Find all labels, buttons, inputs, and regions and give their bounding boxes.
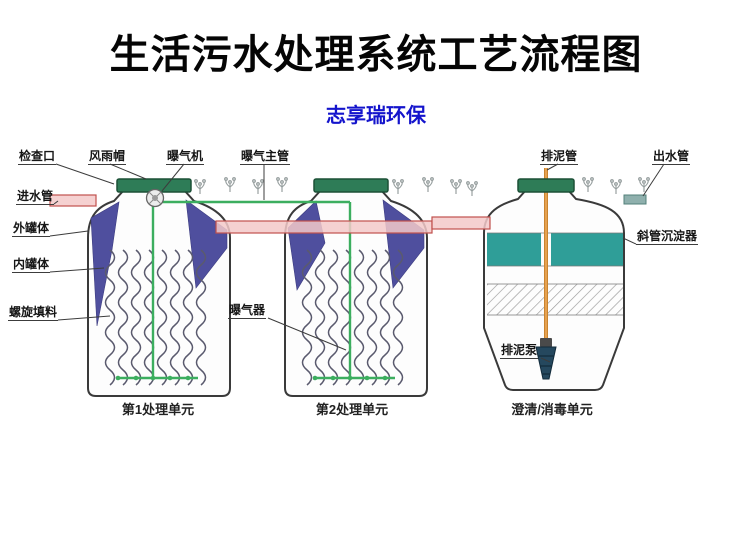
label-aerator-machine: 曝气机	[166, 149, 205, 165]
tank-1	[87, 189, 231, 397]
transfer-pipe-2-3	[431, 216, 491, 230]
process-flow-diagram	[49, 163, 665, 397]
label-inclined-tube-settler: 斜管沉淀器	[636, 229, 699, 245]
transfer-pipe-1-2	[215, 220, 433, 234]
inclined-tube-settler-band	[487, 232, 623, 267]
disinfection-media-band	[487, 283, 623, 316]
page-title: 生活污水处理系统工艺流程图	[109, 32, 643, 77]
label-inner-tank: 内罐体	[12, 257, 51, 273]
label-rain-cap: 风雨帽	[88, 149, 127, 165]
label-sludge-pipe: 排泥管	[540, 149, 579, 165]
outlet-pipe-stub	[623, 194, 647, 205]
tank-1-inner-wall-left	[90, 201, 120, 327]
unit-label-2: 第2处理单元	[315, 402, 389, 417]
label-outer-tank: 外罐体	[12, 221, 51, 237]
rain-cap-tank-3	[517, 178, 575, 193]
sludge-pump	[535, 346, 557, 380]
rain-cap-tank-2	[313, 178, 389, 193]
label-spiral-packing: 螺旋填料	[8, 305, 59, 321]
label-inlet-pipe: 进水管	[16, 189, 55, 205]
inlet-pipe-shape	[49, 194, 97, 207]
unit-label-1: 第1处理单元	[121, 402, 195, 417]
brand-subtitle: 志享瑞环保	[326, 105, 426, 127]
water-transfer-pipes	[49, 194, 491, 234]
aerator-fan	[145, 188, 165, 208]
aeration-pipe-tank-1	[115, 192, 198, 381]
label-outlet-pipe: 出水管	[652, 149, 691, 165]
roof-caps	[116, 178, 575, 193]
plant-icons	[193, 176, 651, 197]
leader-lines	[49, 163, 665, 363]
label-aerator-diffuser: 曝气器	[228, 303, 267, 319]
unit-label-3: 澄清/消毒单元	[511, 402, 593, 417]
label-aeration-main-pipe: 曝气主管	[240, 149, 291, 165]
sludge-discharge-pipe	[540, 168, 552, 347]
label-sludge-pump: 排泥泵	[500, 343, 539, 359]
tank-3	[483, 168, 647, 391]
label-inspection-port: 检查口	[18, 149, 57, 165]
